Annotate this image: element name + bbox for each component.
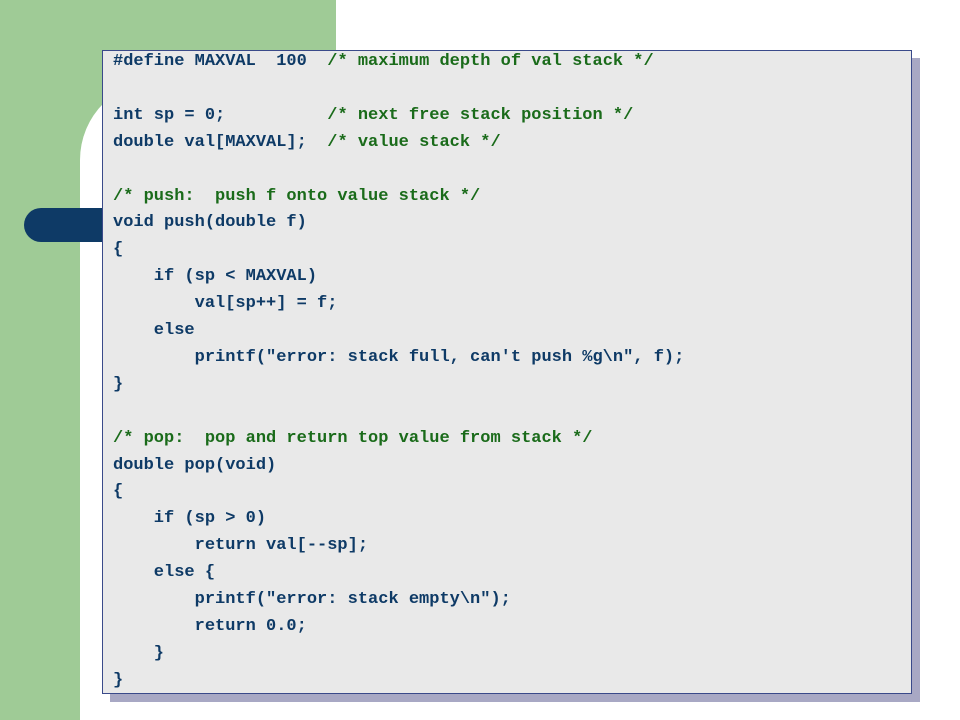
code-line: void push(double f) [113, 212, 307, 239]
code-comment: /* value stack */ [327, 132, 501, 152]
code-text: else [113, 321, 195, 340]
code-line: } [113, 643, 164, 670]
code-line: { [113, 481, 123, 508]
code-line: printf("error: stack full, can't push %g… [113, 347, 685, 374]
code-line: { [113, 239, 123, 266]
code-text: { [113, 482, 124, 502]
code-line: } [113, 670, 123, 697]
code-comment: /* next free stack position */ [327, 105, 634, 125]
code-line: return val[--sp]; [113, 535, 368, 562]
code-text: int sp = 0; [113, 105, 328, 125]
code-line: /* push: push f onto value stack */ [113, 186, 480, 213]
code-text: void push(double f) [113, 213, 307, 233]
code-comment: /* push: push f onto value stack */ [113, 186, 481, 206]
code-text: } [113, 374, 124, 394]
code-line: return 0.0; [113, 616, 307, 643]
code-line: if (sp < MAXVAL) [113, 266, 317, 293]
code-text: if (sp < MAXVAL) [113, 267, 318, 287]
code-text: val[sp++] = f; [113, 294, 338, 314]
code-text: { [113, 240, 124, 260]
code-line: #define MAXVAL 100 /* maximum depth of v… [113, 51, 654, 78]
code-line: else [113, 320, 195, 347]
code-comment: /* pop: pop and return top value from st… [113, 428, 593, 448]
code-line: else { [113, 562, 215, 589]
code-line: if (sp > 0) [113, 508, 266, 535]
code-text: double val[MAXVAL]; [113, 132, 328, 152]
code-line: double pop(void) [113, 455, 276, 482]
code-line: printf("error: stack empty\n"); [113, 589, 511, 616]
code-line: } [113, 374, 123, 401]
code-comment: /* maximum depth of val stack */ [327, 52, 654, 71]
code-text: #define MAXVAL 100 [113, 52, 328, 71]
code-line: /* pop: pop and return top value from st… [113, 428, 592, 455]
code-box: #define MAXVAL 100 /* maximum depth of v… [102, 50, 912, 694]
code-line: double val[MAXVAL]; /* value stack */ [113, 132, 501, 159]
code-text: return 0.0; [113, 616, 307, 636]
code-text: if (sp > 0) [113, 509, 267, 529]
code-line: val[sp++] = f; [113, 293, 338, 320]
code-text: } [113, 643, 165, 663]
code-text: else { [113, 563, 216, 583]
code-text: return val[--sp]; [113, 536, 369, 556]
code-text: } [113, 670, 124, 690]
code-text: double pop(void) [113, 455, 277, 475]
code-text: printf("error: stack empty\n"); [113, 590, 511, 609]
code-line: int sp = 0; /* next free stack position … [113, 105, 633, 132]
code-text: printf("error: stack full, can't push %g… [113, 347, 685, 367]
